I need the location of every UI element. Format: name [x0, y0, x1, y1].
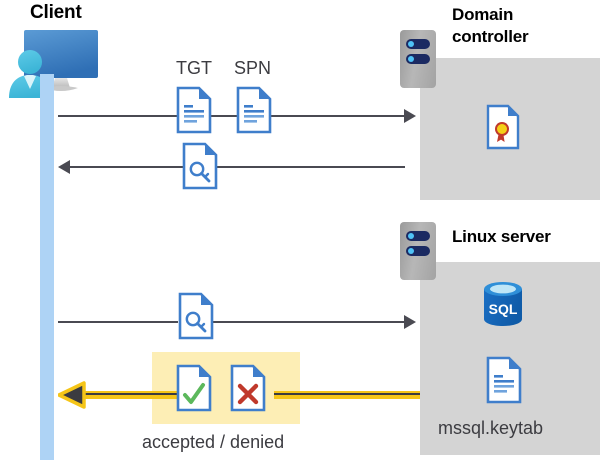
arrowhead-result-to-client: [58, 381, 86, 409]
document-key-icon: [182, 142, 218, 190]
document-icon: [486, 356, 522, 404]
document-check-icon: [176, 364, 212, 412]
document-icon: [176, 86, 212, 134]
flow-line-result-left: [82, 391, 178, 399]
flow-line-linux-left: [58, 321, 178, 323]
document-key-icon: [178, 292, 214, 340]
arrowhead-to-linux-server: [404, 315, 416, 329]
flow-line-result-right: [274, 391, 420, 399]
tgt-label: TGT: [176, 58, 212, 78]
flow-line-ticket-left: [69, 166, 183, 168]
document-icon: [236, 86, 272, 134]
sql-database-icon: SQL: [484, 282, 522, 326]
flow-line-linux-right: [213, 321, 405, 323]
server-rack-icon: [400, 30, 436, 88]
result-highlight-box: [152, 352, 300, 424]
rack-bay-icon: [406, 54, 430, 64]
sql-text: SQL: [489, 301, 518, 317]
rack-bay-icon: [406, 231, 430, 241]
document-x-icon: [230, 364, 266, 412]
certificate-document-icon: [486, 104, 520, 150]
rack-bay-icon: [406, 39, 430, 49]
rack-bay-icon: [406, 246, 430, 256]
flow-line-ticket-right: [217, 166, 405, 168]
linux-server-title: Linux server: [452, 227, 551, 246]
flow-line-request-left: [58, 115, 178, 117]
flow-line-request-mid: [211, 115, 238, 117]
arrowhead-to-domain-controller: [404, 109, 416, 123]
client-title: Client: [30, 2, 82, 23]
keytab-filename-label: mssql.keytab: [438, 418, 544, 438]
accepted-denied-label: accepted / denied: [142, 432, 285, 452]
server-rack-icon: [400, 222, 436, 280]
spn-label: SPN: [234, 58, 272, 78]
arrowhead-to-client-ticket: [58, 160, 70, 174]
domain-controller-title: Domain controller: [452, 5, 529, 46]
flow-line-request-right: [271, 115, 405, 117]
client-lifeline: [40, 74, 54, 460]
